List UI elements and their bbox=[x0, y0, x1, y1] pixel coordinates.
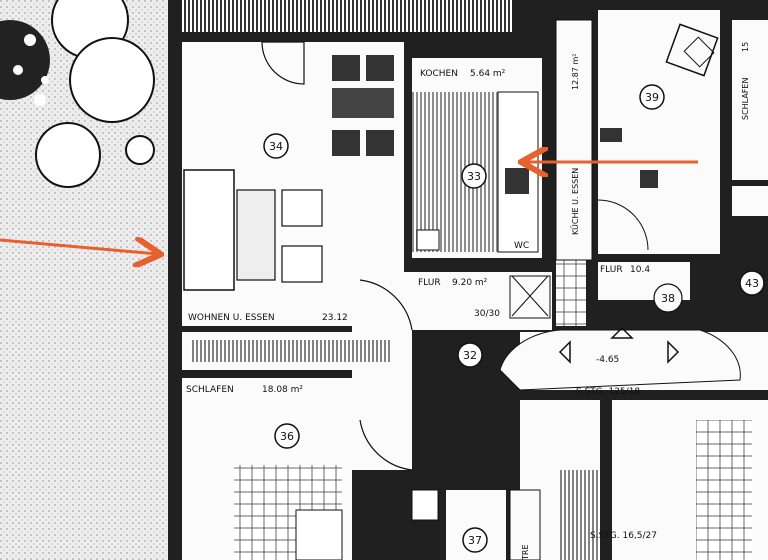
room-number-wohnen: 34 bbox=[269, 140, 283, 153]
label-kueche-right: KÜCHE U. ESSEN bbox=[570, 168, 580, 235]
label-schlafen-right: SCHLAFEN bbox=[741, 78, 750, 120]
area-schlafen-right: 15 bbox=[741, 42, 750, 52]
room-number-flur: 32 bbox=[463, 349, 477, 362]
area-flur: 9.20 m² bbox=[452, 278, 488, 288]
room-number-misc: 43 bbox=[745, 277, 759, 290]
room-number-kueche-right: 39 bbox=[645, 91, 659, 104]
area-schlafen: 18.08 m² bbox=[262, 385, 303, 395]
room-number-circles bbox=[263, 84, 765, 553]
room-number-kochen: 33 bbox=[467, 170, 481, 183]
label-flur: FLUR bbox=[418, 278, 441, 288]
balcony-top bbox=[182, 0, 512, 32]
shrubs bbox=[0, 0, 155, 188]
wc-label: WC bbox=[514, 241, 529, 251]
room-flur-left bbox=[352, 272, 552, 470]
area-wohnen: 23.12 bbox=[322, 313, 348, 323]
room-number-bottom: 37 bbox=[468, 534, 482, 547]
door-marker: 30/30 bbox=[474, 309, 500, 319]
label-schlafen: SCHLAFEN bbox=[186, 385, 234, 395]
stair-level: -4.65 bbox=[596, 355, 619, 365]
stair-label: S.STG. 125/18 bbox=[576, 387, 640, 397]
room-schlafen-right bbox=[732, 20, 768, 180]
label-bottom-small: TRE bbox=[521, 545, 530, 560]
area-flur-right: 10.4 bbox=[630, 265, 650, 275]
area-kueche-right: 12.87 m² bbox=[571, 54, 580, 90]
area-kochen: 5.64 m² bbox=[470, 69, 506, 79]
bottom-right-label: S.STG. 16,5/27 bbox=[590, 531, 657, 541]
room-kueche-right bbox=[555, 19, 593, 261]
label-flur-right: FLUR bbox=[600, 265, 623, 275]
label-wohnen: WOHNEN U. ESSEN bbox=[188, 313, 275, 323]
arrow-pointing-left-right bbox=[0, 240, 158, 254]
label-kochen: KOCHEN bbox=[420, 69, 458, 79]
room-number-schlafen: 36 bbox=[280, 430, 294, 443]
room-number-flur-right: 38 bbox=[661, 292, 675, 305]
